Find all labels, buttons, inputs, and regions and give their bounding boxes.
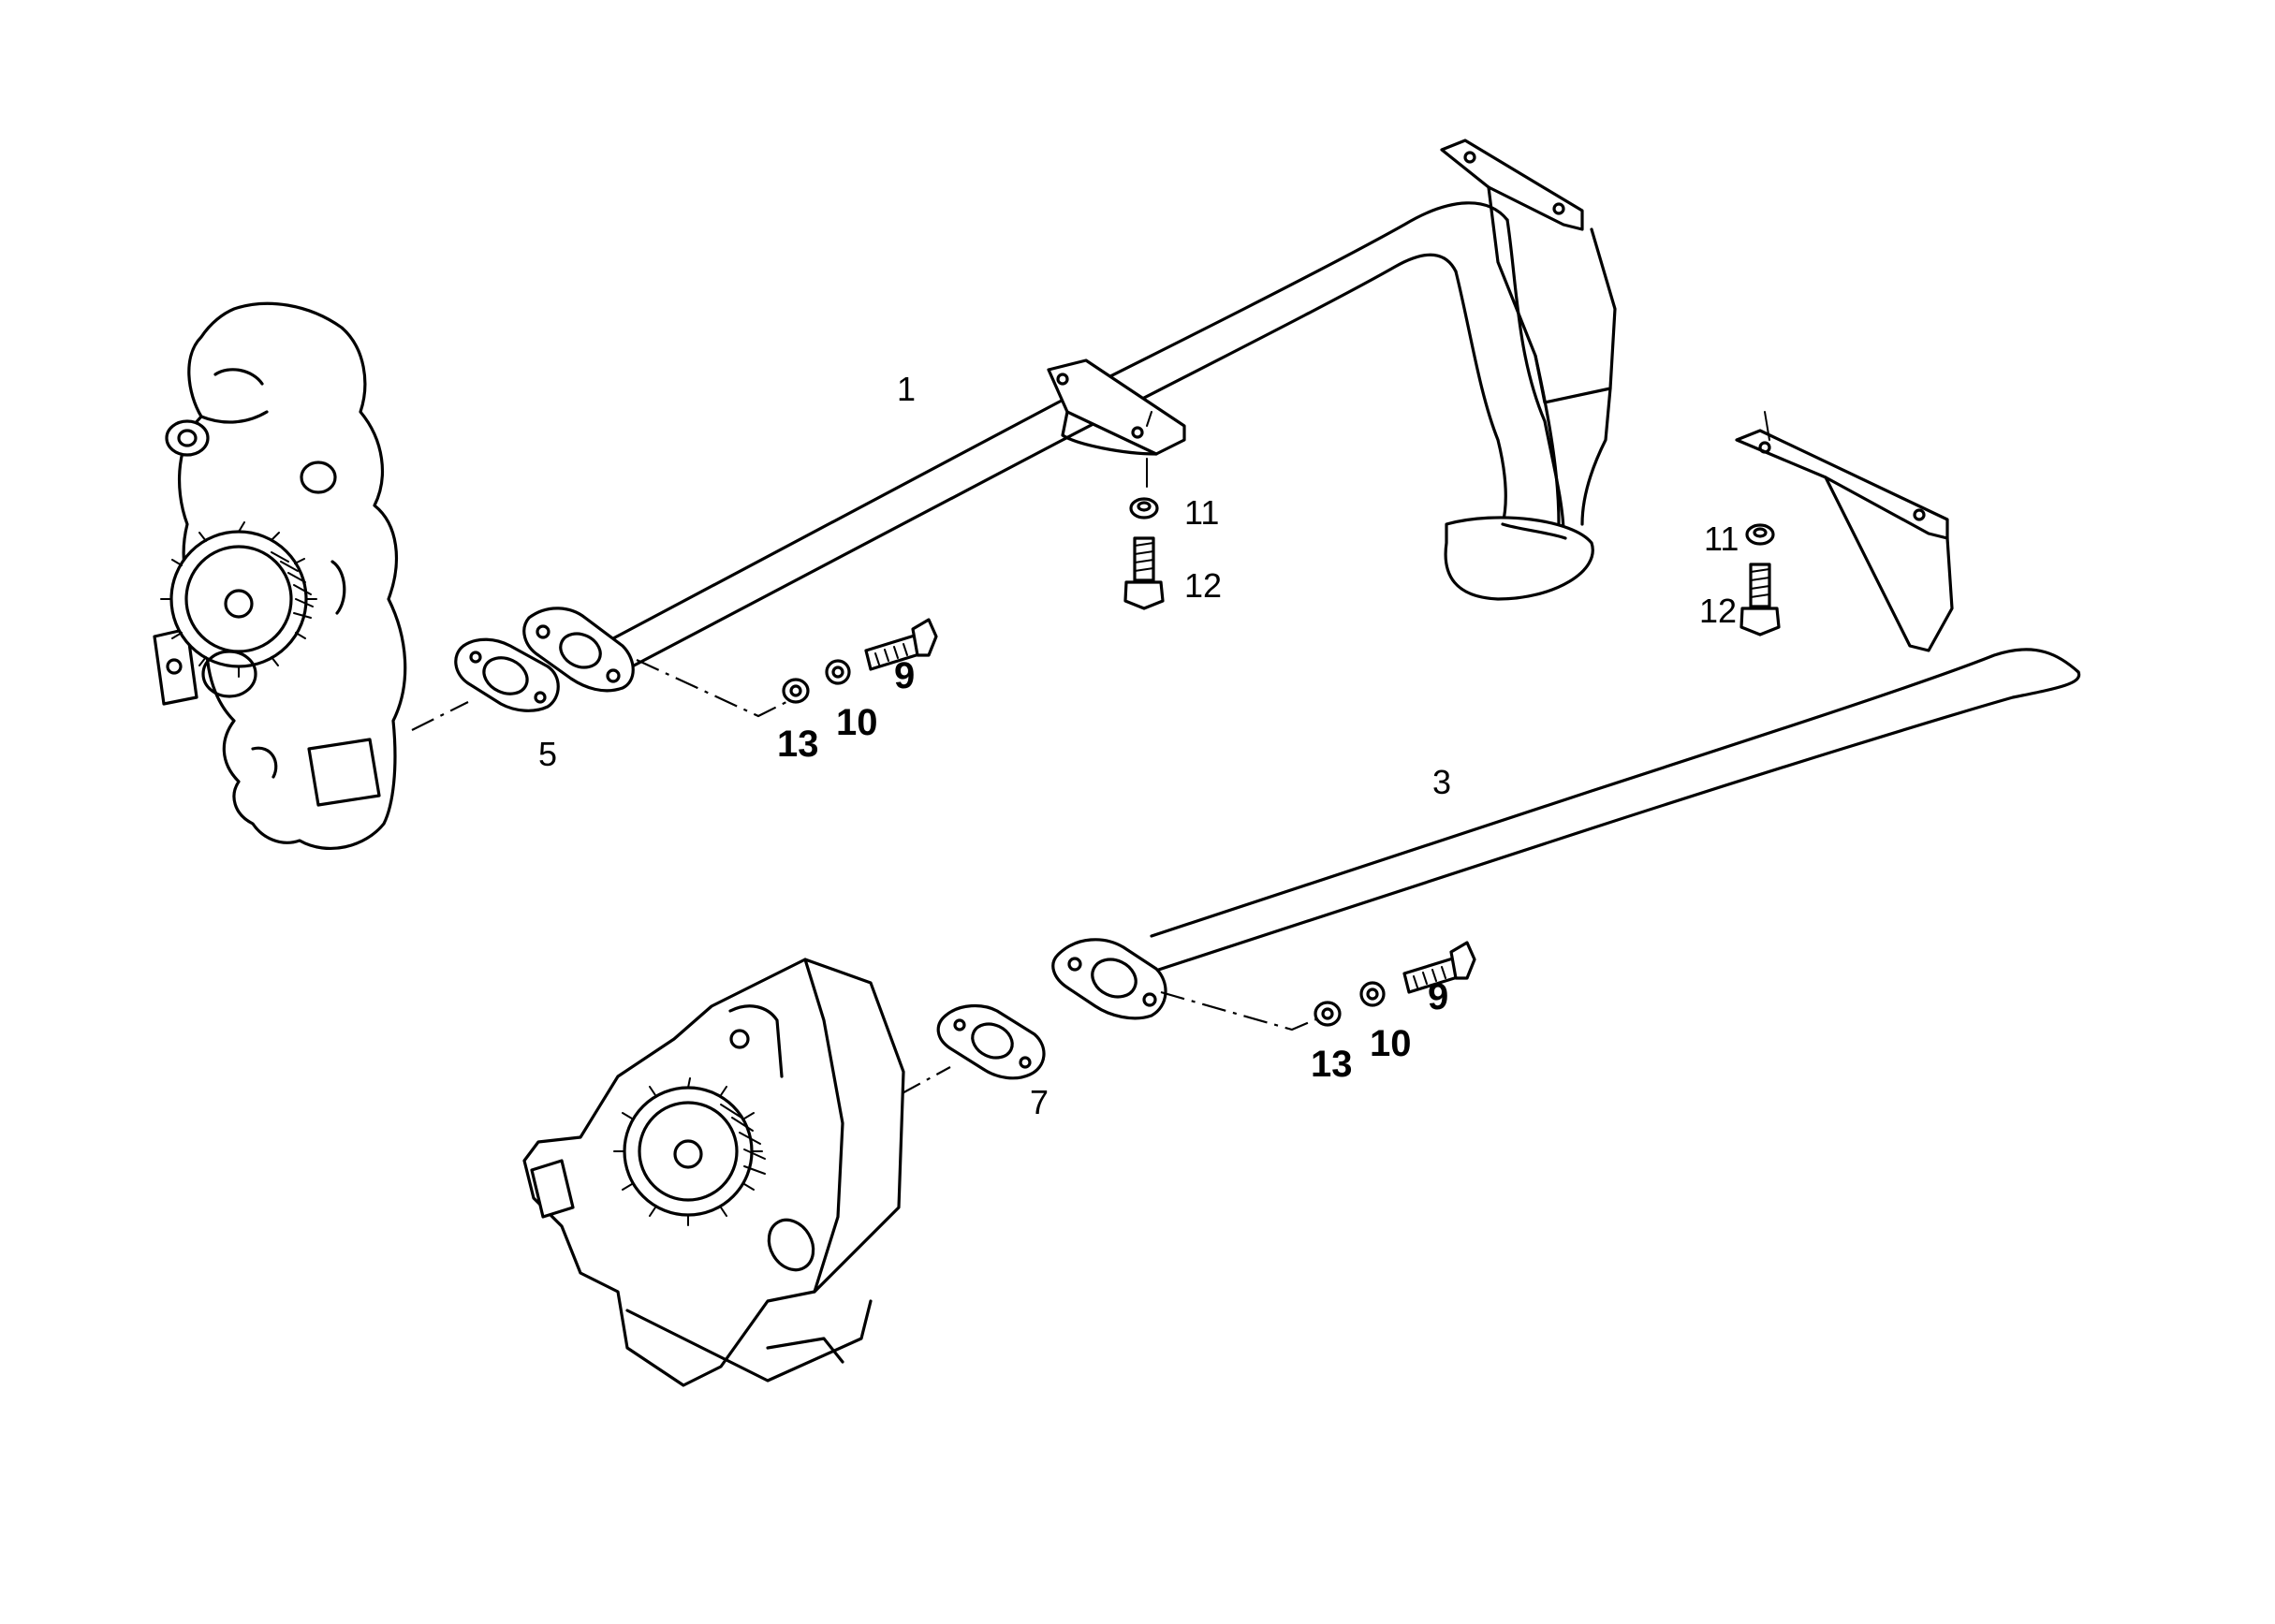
bolt-9-lower — [1402, 941, 1476, 994]
axis-line-lower-pump — [898, 1066, 951, 1096]
label-part-7: 7 — [1030, 1083, 1049, 1121]
bolt-9-upper — [864, 618, 938, 671]
label-part-12-right: 12 — [1699, 592, 1737, 630]
pipe-3-bracket — [1735, 429, 1954, 652]
axis-line-upper-fasteners — [636, 659, 797, 718]
suction-pipe-1 — [522, 139, 1617, 693]
washer-11-right — [1745, 523, 1775, 546]
axis-line-lower-fasteners — [1160, 990, 1326, 1031]
label-part-11-left: 11 — [1184, 493, 1219, 532]
label-part-1: 1 — [897, 370, 916, 408]
axis-line-bracket-3 — [1764, 411, 1770, 441]
pipe-1-flange — [522, 607, 635, 693]
label-part-13-lower: 13 — [1311, 1044, 1353, 1085]
oil-strainer — [1444, 516, 1594, 601]
pipe-3-flange — [1051, 938, 1167, 1020]
nut-13-lower — [1314, 1001, 1342, 1027]
lower-pump-gear — [613, 1077, 766, 1226]
label-part-3: 3 — [1432, 763, 1451, 801]
bolt-12-left — [1123, 536, 1165, 610]
label-part-9-lower: 9 — [1428, 976, 1448, 1017]
label-part-10-lower: 10 — [1370, 1023, 1412, 1064]
callout-labels: 1 3 5 7 9 9 10 10 11 11 12 12 13 13 — [538, 370, 1739, 1121]
bolt-12-right — [1739, 563, 1781, 636]
washer-10-upper — [825, 659, 851, 685]
label-part-10-upper: 10 — [836, 702, 878, 743]
suction-pipe-3 — [1051, 429, 2081, 1020]
label-part-9-upper: 9 — [894, 655, 915, 696]
label-part-13-upper: 13 — [777, 724, 819, 765]
pipe-1-middle-bracket — [1047, 358, 1186, 456]
gasket-7 — [936, 1004, 1046, 1080]
label-part-11-right: 11 — [1704, 519, 1739, 558]
nut-13-upper — [782, 678, 810, 704]
gasket-5 — [454, 637, 560, 712]
label-part-12-left: 12 — [1184, 566, 1222, 605]
washer-10-lower — [1359, 981, 1386, 1007]
washer-11-left — [1129, 497, 1159, 519]
upper-pump-gear — [160, 521, 317, 678]
axis-line-upper-pump — [411, 701, 469, 731]
lower-oil-pump — [522, 958, 905, 1387]
upper-oil-pump — [153, 301, 407, 851]
label-part-5: 5 — [538, 735, 557, 773]
pipe-1-upper-bracket — [1440, 139, 1617, 526]
